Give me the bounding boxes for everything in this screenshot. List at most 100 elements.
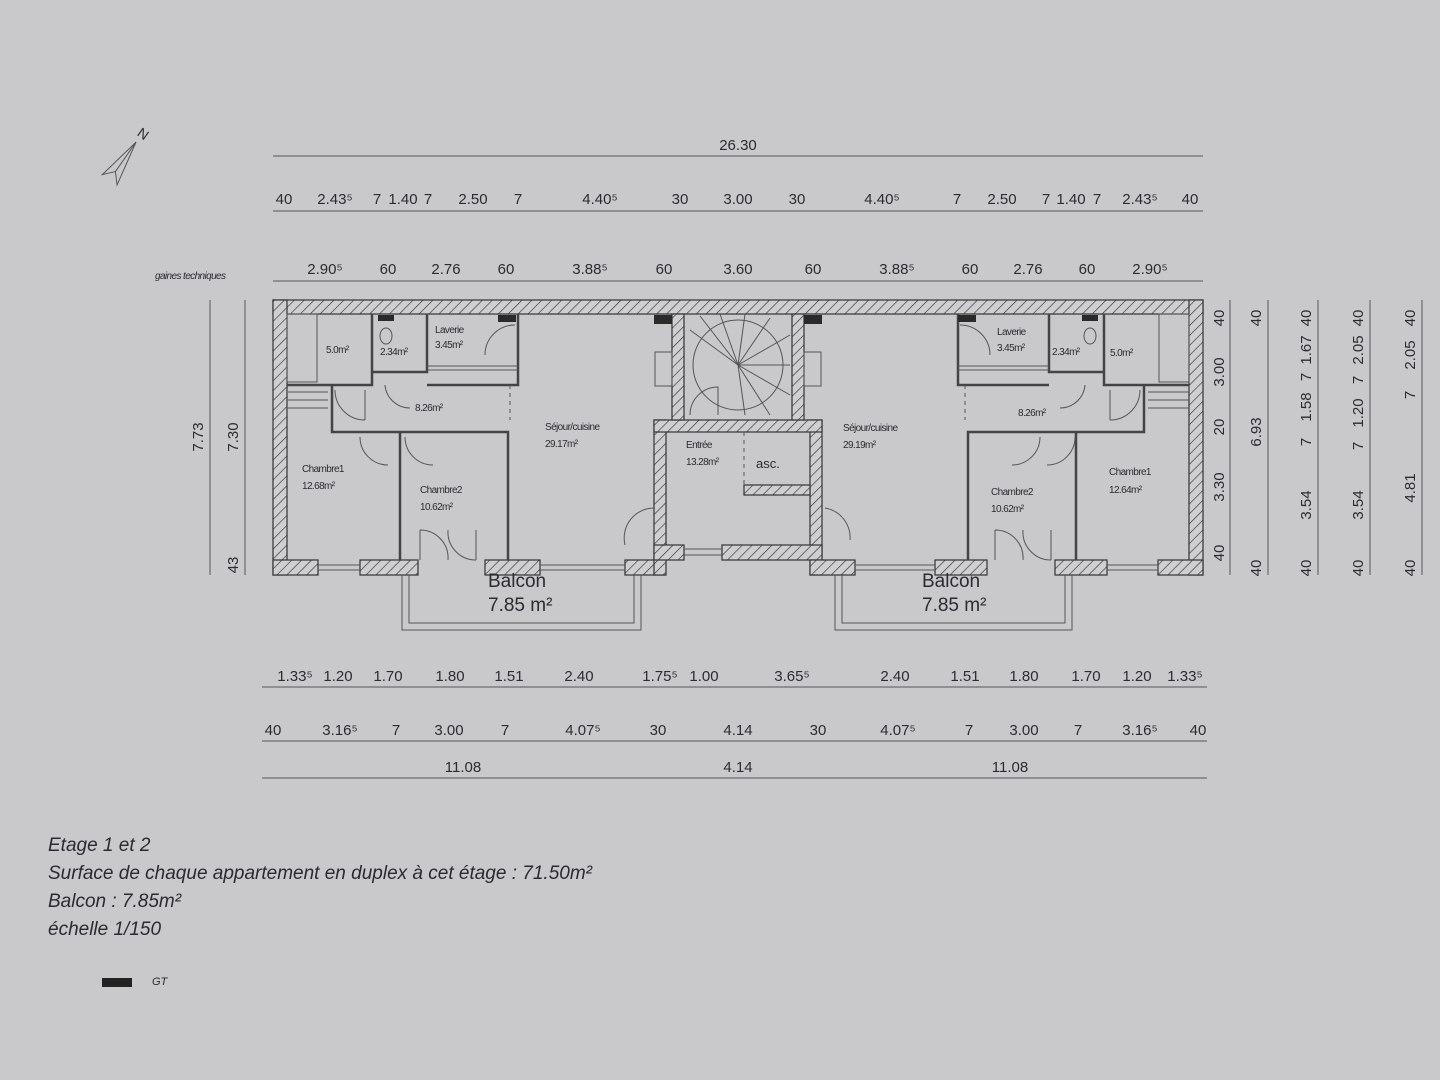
- dimension-label: 7: [1093, 191, 1101, 208]
- dimension-label: 2.40: [880, 668, 909, 685]
- exterior-walls: [272, 299, 1204, 576]
- dimension-label: 1.70: [1071, 668, 1100, 685]
- dimension-label: 2.76: [1013, 261, 1042, 278]
- chambre1-label: Chambre1: [1109, 467, 1152, 478]
- dimension-label: 1.40: [1056, 191, 1085, 208]
- legend: GT: [102, 976, 167, 988]
- dimension-label: 3.00: [1211, 357, 1228, 386]
- dimension-label: 40: [1190, 722, 1207, 739]
- hall-area: 8.26m²: [1018, 408, 1047, 419]
- dimension-label: 1.51: [494, 668, 523, 685]
- chambre2-area: 10.62m²: [420, 502, 454, 513]
- dimension-label: 40: [1211, 545, 1228, 562]
- dimension-label: 1.58: [1298, 392, 1315, 421]
- gaines-label: gaines techniques: [155, 271, 226, 282]
- dimension-label: 1.20: [323, 668, 352, 685]
- dimension-label: 2.50: [458, 191, 487, 208]
- dimension-label: 3.65⁵: [774, 668, 809, 685]
- elevator-label: asc.: [756, 456, 780, 471]
- dimension-label: 1.51: [950, 668, 979, 685]
- wc-area: 2.34m²: [380, 347, 409, 358]
- entree-label: Entrée: [686, 440, 713, 451]
- dimension-label: 7: [1298, 438, 1315, 446]
- dimension-label: 40: [1211, 310, 1228, 327]
- bath-area: 5.0m²: [1110, 348, 1134, 359]
- dimension-label: 2.05: [1402, 340, 1419, 369]
- sejour-label: Séjour/cuisine: [843, 423, 898, 434]
- dimension-label: 3.00: [434, 722, 463, 739]
- dimension-label: 7: [514, 191, 522, 208]
- dimension-label: 20: [1211, 419, 1228, 436]
- dimension-label: 30: [810, 722, 827, 739]
- dimension-label: 60: [498, 261, 515, 278]
- laverie-area: 3.45m²: [997, 343, 1026, 354]
- chambre2-label: Chambre2: [420, 485, 463, 496]
- sejour-area: 29.19m²: [843, 440, 877, 451]
- dimension-label: 7: [392, 722, 400, 739]
- sejour-label: Séjour/cuisine: [545, 422, 600, 433]
- dimension-label: 7: [501, 722, 509, 739]
- dimension-label: 7.30: [225, 422, 242, 451]
- center-labels: Entrée 13.28m² asc.: [686, 440, 780, 471]
- dimension-label: 7: [1402, 391, 1419, 399]
- dimension-label: 4.40⁵: [582, 191, 617, 208]
- total-width-dim: 26.30: [719, 137, 757, 154]
- bath-area: 5.0m²: [326, 345, 350, 356]
- dimension-label: 40: [1350, 310, 1367, 327]
- balcon-area: 7.85 m²: [922, 595, 986, 616]
- dimension-label: 7: [1350, 442, 1367, 450]
- dimension-label: 4.14: [723, 722, 752, 739]
- dimension-label: 7: [373, 191, 381, 208]
- dimension-label: 7.73: [190, 422, 207, 451]
- dimension-label: 4.07⁵: [565, 722, 600, 739]
- dimension-label: 40: [1402, 310, 1419, 327]
- dimension-label: 1.20: [1350, 398, 1367, 427]
- dimension-label: 7: [953, 191, 961, 208]
- dimension-label: 4.81: [1402, 473, 1419, 502]
- hall-area: 8.26m²: [415, 403, 444, 414]
- dimension-label: 4.40⁵: [864, 191, 899, 208]
- chambre1-area: 12.68m²: [302, 481, 336, 492]
- dimension-label: 3.88⁵: [572, 261, 607, 278]
- plan-notes: Etage 1 et 2 Surface de chaque apparteme…: [48, 832, 592, 944]
- chambre1-label: Chambre1: [302, 464, 345, 475]
- dimension-label: 40: [1298, 310, 1315, 327]
- laverie-label: Laverie: [997, 327, 1027, 338]
- dimension-label: 7: [1042, 191, 1050, 208]
- dimension-label: 30: [672, 191, 689, 208]
- laverie-area: 3.45m²: [435, 340, 464, 351]
- dimension-label: 3.00: [1009, 722, 1038, 739]
- laverie-label: Laverie: [435, 325, 465, 336]
- technical-shafts: [378, 315, 1098, 324]
- gt-legend-label: GT: [152, 976, 168, 988]
- dimension-label: 60: [962, 261, 979, 278]
- balconies: [401, 575, 1073, 631]
- dimension-label: 40: [276, 191, 293, 208]
- dimension-label: 7: [1074, 722, 1082, 739]
- apartment-right-labels: 5.0m² 2.34m² Laverie 3.45m² 8.26m² Séjou…: [843, 327, 1153, 616]
- entree-area: 13.28m²: [686, 457, 720, 468]
- dimension-label: 6.93: [1248, 417, 1265, 446]
- dimension-label: 40: [1182, 191, 1199, 208]
- dimension-label: 43: [225, 557, 242, 574]
- dimension-label: 4.14: [723, 759, 752, 776]
- dimension-label: 1.20: [1122, 668, 1151, 685]
- dimension-label: 3.16⁵: [1122, 722, 1157, 739]
- dimension-label: 60: [656, 261, 673, 278]
- surface-note: Surface de chaque appartement en duplex …: [48, 863, 592, 884]
- floor-title: Etage 1 et 2: [48, 835, 151, 856]
- dimension-label: 2.40: [564, 668, 593, 685]
- dimension-label: 2.43⁵: [317, 191, 352, 208]
- dimension-label: 40: [1402, 560, 1419, 577]
- dimension-label: 3.88⁵: [879, 261, 914, 278]
- dimension-label: 60: [380, 261, 397, 278]
- dimension-label: 3.54: [1350, 490, 1367, 519]
- dimension-label: 40: [1298, 560, 1315, 577]
- dimension-label: 1.70: [373, 668, 402, 685]
- dimension-label: 2.90⁵: [1132, 261, 1167, 278]
- balcon-label: Balcon: [922, 571, 980, 592]
- dimension-label: 3.00: [723, 191, 752, 208]
- north-arrow-icon: N: [100, 124, 151, 187]
